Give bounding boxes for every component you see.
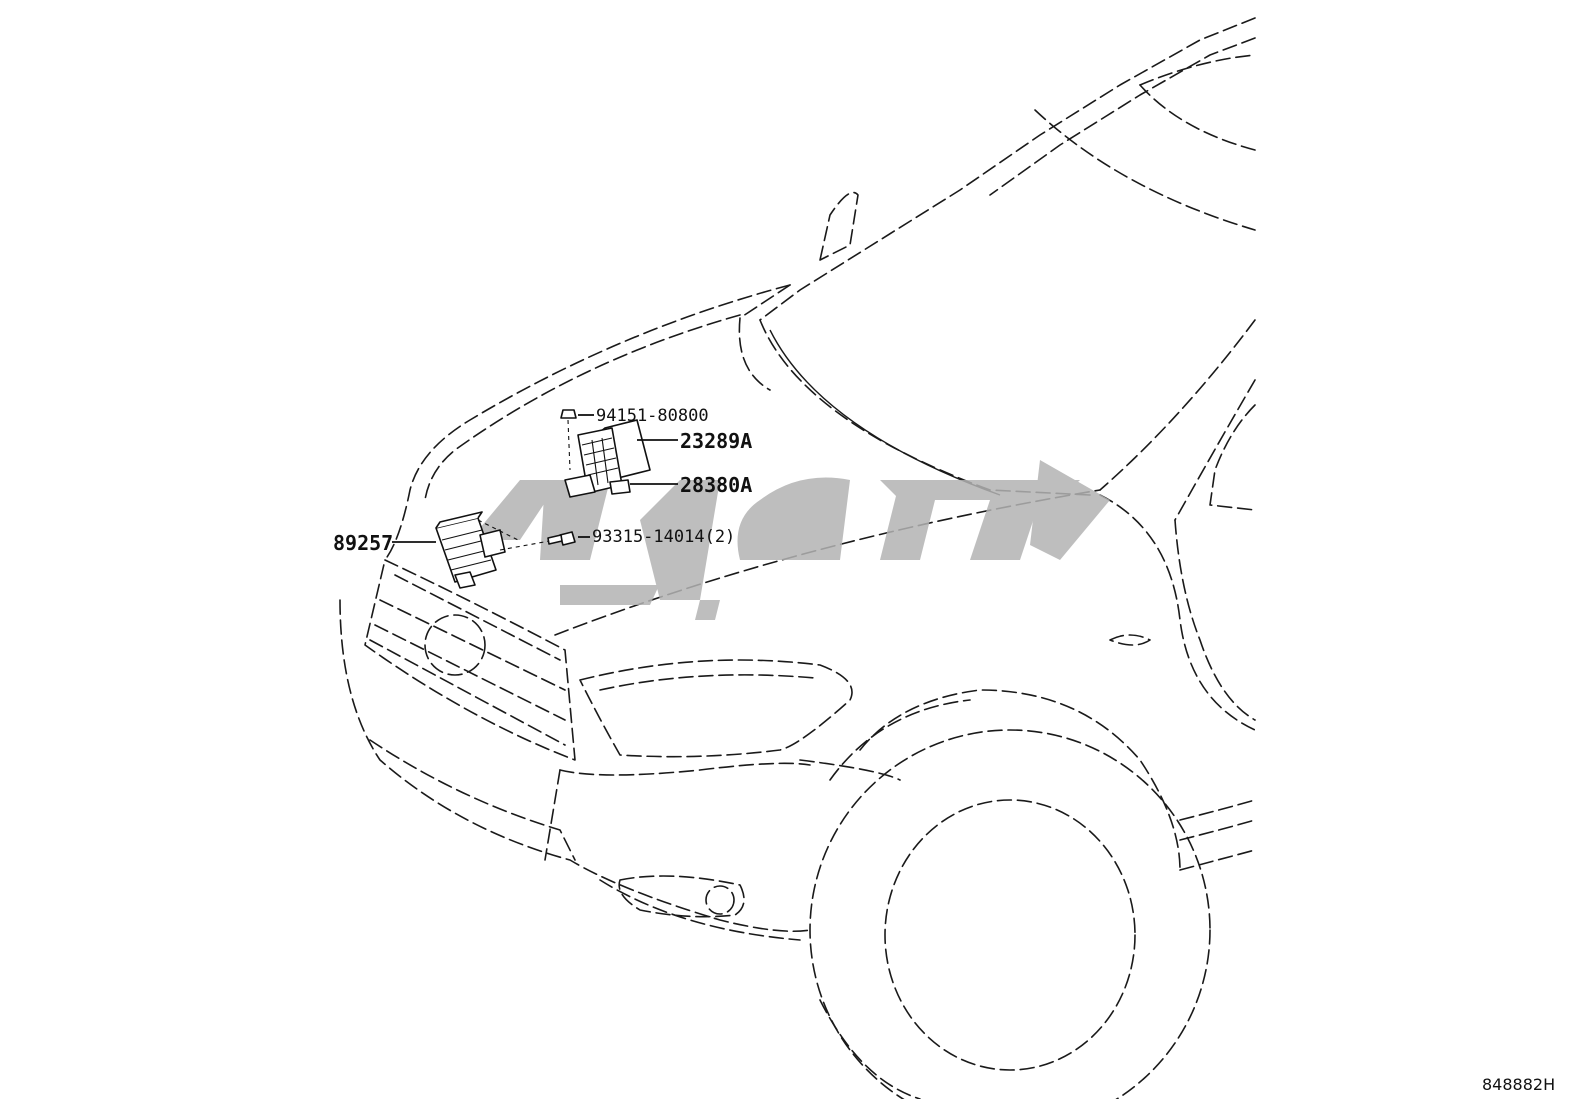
- figure-code: 848882H: [1482, 1075, 1555, 1094]
- callout-28380a: 28380A: [680, 473, 752, 497]
- relay-block-28380a: [564, 427, 631, 498]
- module-89257: [435, 511, 556, 589]
- nut-94151: [560, 409, 577, 471]
- callout-93315: 93315-14014(2): [592, 527, 735, 547]
- leader-lines: [392, 414, 678, 543]
- callout-94151: 94151-80800: [596, 406, 709, 426]
- callout-23289a: 23289A: [680, 429, 752, 453]
- bolt-93315: [547, 531, 576, 546]
- watermark-logo: [470, 460, 1110, 620]
- callout-89257: 89257: [333, 531, 393, 555]
